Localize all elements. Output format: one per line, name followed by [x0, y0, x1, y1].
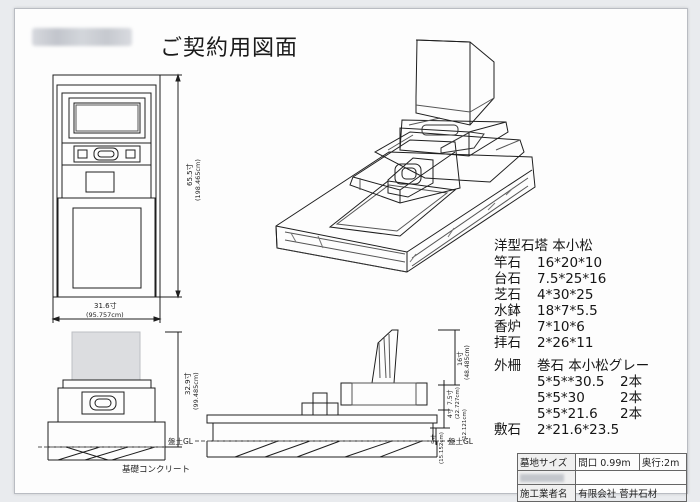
table-row	[516, 470, 687, 485]
plot-width: 間口 0.99m	[575, 453, 640, 471]
page-title: ご契約用図面	[160, 36, 299, 61]
spec-row-label: 台石	[494, 271, 521, 287]
side-dim-a-sun: 16寸	[455, 351, 464, 366]
side-dim-b-sun: 7.5寸	[446, 389, 454, 405]
front-width-dimension	[51, 297, 162, 323]
front-height-dimension	[160, 73, 182, 299]
spec-row-label: 竿石	[494, 255, 521, 271]
side-dim-c-cm: (12.121cm)	[462, 409, 468, 441]
fence-label: 外柵	[494, 358, 521, 374]
isometric-view	[275, 39, 536, 273]
spec-row-value: 7*10*6	[537, 319, 585, 335]
spec-row-value: 18*7*5.5	[537, 303, 598, 319]
contractor-label: 施工業者名	[516, 484, 577, 502]
side-dim-c-sun: 4寸	[446, 408, 454, 418]
paving-label: 敷石	[494, 422, 521, 438]
plot-depth: 奥行:2m	[638, 453, 688, 471]
lower-height-cm: (99.485cm)	[192, 372, 200, 410]
side-dim-b-cm: (22.727cm)	[455, 387, 461, 419]
side-dim-d-cm: (15.152cm)	[439, 432, 445, 464]
spec-row-value: 4*30*25	[537, 287, 594, 303]
foundation-label: 基礎コンクリート	[122, 465, 191, 475]
front-width-cm: (95.757cm)	[86, 311, 124, 319]
front-elevation-view	[52, 74, 161, 298]
lower-height-sun: 32.9寸	[183, 372, 192, 395]
fence-row-value: 5*5*30	[537, 390, 585, 406]
fence-row-value: 5*5*21.6	[537, 406, 598, 422]
redacted-value	[575, 470, 687, 485]
fence-row-count: 2本	[620, 390, 643, 406]
fence-row-value: 5*5**30.5	[537, 374, 605, 390]
lower-front-view	[38, 331, 180, 461]
plot-size-label: 墓地サイズ	[516, 453, 577, 471]
spec-row-label: 芝石	[494, 287, 521, 303]
fence-row-count: 2本	[620, 374, 643, 390]
redacted-customer-name	[32, 28, 132, 46]
spec-row-value: 7.5*25*16	[537, 271, 607, 287]
table-row: 墓地サイズ 間口 0.99m 奥行:2m	[516, 453, 688, 471]
project-info-table: 墓地サイズ 間口 0.99m 奥行:2m 施工業者名 有限会社 菅井石材	[516, 453, 688, 502]
side-dim-d-sun: 5寸	[430, 434, 438, 444]
paving-value: 2*21.6*23.5	[537, 422, 620, 438]
table-row: 施工業者名 有限会社 菅井石材	[516, 484, 687, 502]
redacted-label	[516, 470, 577, 485]
spec-row-value: 16*20*10	[537, 255, 603, 271]
front-height-cm: (198.465cm)	[194, 159, 202, 201]
dimension-labels: 65.5寸 (198.465cm) 31.6寸 (95.757cm) 32.9寸…	[86, 159, 474, 464]
drawing-sheet	[14, 8, 688, 494]
spec-row-label: 拝石	[494, 335, 521, 351]
spec-heading: 洋型石塔 本小松	[494, 238, 593, 254]
spec-row-label: 水鉢	[494, 303, 521, 319]
side-elevation-view	[195, 329, 455, 458]
lower-ground-label: 盤土GL	[168, 436, 194, 446]
side-dimensions	[430, 329, 460, 445]
fence-row-count: 2本	[620, 406, 643, 422]
side-ground-label: 盤土GL	[448, 436, 474, 446]
front-height-sun: 65.5寸	[185, 163, 194, 186]
fence-heading: 巻石 本小松グレー	[537, 358, 650, 374]
spec-row-value: 2*26*11	[537, 335, 594, 351]
spec-row-label: 香炉	[494, 319, 521, 335]
lower-height-dimension	[165, 331, 182, 448]
front-width-sun: 31.6寸	[94, 301, 117, 310]
side-dim-a-cm: (48.485cm)	[464, 345, 471, 380]
